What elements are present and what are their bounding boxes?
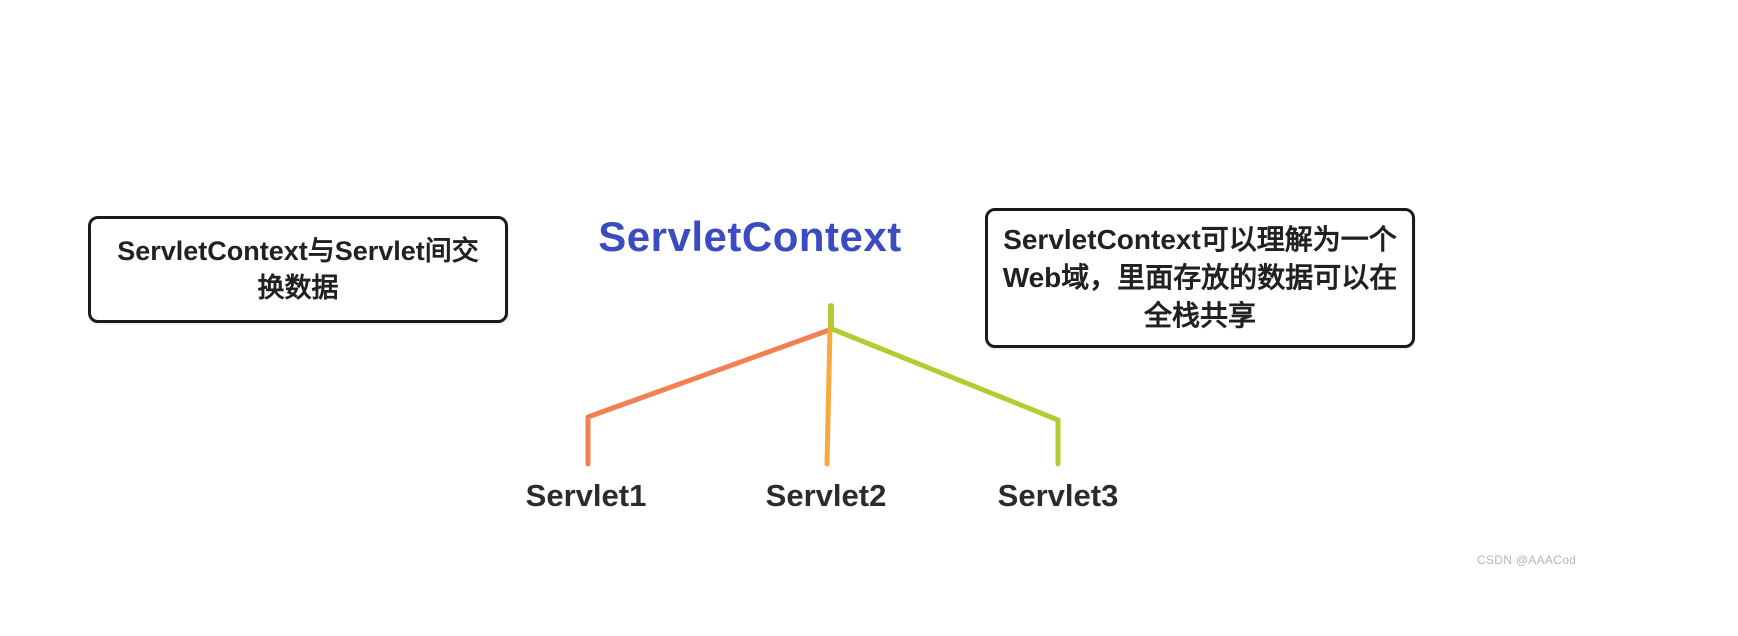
left-note-line-2: 换数据 <box>257 272 339 303</box>
right-note-box: ServletContext可以理解为一个 Web域，里面存放的数据可以在 全栈… <box>985 208 1415 348</box>
left-note-box: ServletContext与Servlet间交 换数据 <box>88 216 508 323</box>
right-note-line-2: Web域，里面存放的数据可以在 <box>1002 262 1398 293</box>
left-note-line-1: ServletContext与Servlet间交 <box>117 235 479 266</box>
right-note-line-1: ServletContext可以理解为一个 <box>1003 224 1397 255</box>
watermark: CSDN @AAACod <box>1477 553 1577 567</box>
right-note-line-3: 全栈共享 <box>1143 300 1256 331</box>
branch-right <box>829 326 1061 467</box>
branch-middle <box>824 326 833 467</box>
node-label-servlet1: Servlet1 <box>525 478 647 513</box>
diagram-title: ServletContext <box>598 213 902 260</box>
node-label-servlet2: Servlet2 <box>765 478 887 513</box>
node-label-servlet3: Servlet3 <box>997 478 1119 513</box>
branch-left <box>585 326 835 467</box>
